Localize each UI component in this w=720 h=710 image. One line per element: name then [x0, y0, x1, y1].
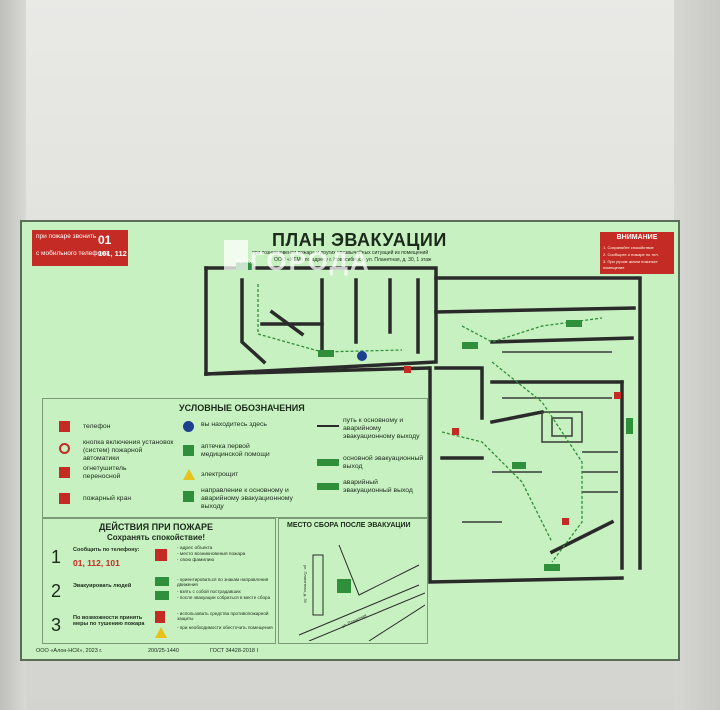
- wall-edge-right: [674, 0, 720, 710]
- step-note: - свою фамилию: [177, 558, 215, 563]
- legend-title: УСЛОВНЫЕ ОБОЗНАЧЕНИЯ: [179, 403, 305, 413]
- step-note: - адрес объекта: [177, 546, 213, 551]
- legend-label: телефон: [83, 423, 111, 430]
- footer-org: ООО «Алон-НСК», 2023 г.: [36, 648, 103, 654]
- fire-call-number: 01: [98, 233, 112, 247]
- plan-title: ПЛАН ЭВАКУАЦИИ: [272, 230, 447, 250]
- extinguisher-icon: [155, 611, 165, 623]
- step-label: Сообщить по телефону:: [73, 547, 140, 553]
- attention-line: 3. При угрозе жизни покиньте: [603, 259, 658, 264]
- you-are-here-icon: [183, 421, 194, 432]
- watermark-text: ГОРОДА: [250, 246, 371, 276]
- step-label: Эвакуировать людей: [73, 583, 132, 589]
- emergency-exit-icon: [317, 483, 339, 490]
- fire-call-label: при пожаре звонить: [36, 233, 97, 240]
- extinguisher-icon: [59, 467, 70, 478]
- step-phone-numbers: 01, 112, 101: [73, 558, 120, 568]
- step-number: 1: [51, 547, 62, 567]
- legend-label: направление к основному и аварийному эва…: [201, 487, 293, 510]
- footer-code: 200/25-1440: [148, 648, 179, 654]
- legend-label: пожарный кран: [83, 495, 132, 502]
- electric-panel-icon: [155, 627, 167, 638]
- evacuation-plan-sign: при пожаре звонить 01 с мобильного телеф…: [20, 220, 680, 661]
- legend-panel: УСЛОВНЫЕ ОБОЗНАЧЕНИЯ телефон кнопка вклю…: [42, 398, 428, 518]
- fire-hydrant-icon: [59, 493, 70, 504]
- footer-gost: ГОСТ 34428-2018 I: [210, 648, 259, 654]
- legend-label: кнопка включения установок (систем) пожа…: [83, 439, 174, 462]
- actions-subtitle: Сохранять спокойствие!: [107, 533, 205, 542]
- legend-label: электрощит: [201, 471, 239, 478]
- fire-alarm-button-icon: [59, 443, 70, 454]
- mobile-call-number: 101, 112: [98, 249, 127, 258]
- legend-label: огнетушитель переносной: [83, 465, 127, 480]
- step-note: - при необходимости обесточить помещения: [177, 625, 273, 630]
- legend-label: аварийный эвакуационный выход: [343, 479, 413, 494]
- phone-icon: [155, 549, 167, 561]
- plan-subtitle-1: при возникновении пожара и других чрезвы…: [252, 250, 429, 256]
- step-note: - использовать средства противопожарной …: [177, 611, 269, 622]
- step-note: - взять с собой пострадавших: [177, 589, 241, 594]
- electric-panel-icon: [183, 469, 195, 480]
- emergency-phone-box: при пожаре звонить 01 с мобильного телеф…: [32, 230, 128, 266]
- attention-line: помещение: [603, 265, 625, 270]
- emergency-exit-icon: [155, 591, 169, 600]
- mobile-call-label: с мобильного телефона: [36, 250, 109, 257]
- watermark-logo: [224, 240, 248, 270]
- step-number: 2: [51, 581, 62, 601]
- attention-title: ВНИМАНИЕ: [616, 234, 658, 241]
- attention-line: 2. Сообщите о пожаре по тел.: [603, 252, 659, 257]
- step-number: 3: [51, 615, 62, 635]
- path-line-icon: [317, 425, 339, 427]
- step-note: - место возникновения пожара: [177, 552, 246, 557]
- legend-label: аптечка первой медицинской помощи: [201, 443, 270, 458]
- step-note: - после эвакуации собраться в месте сбор…: [177, 595, 271, 600]
- assembly-title: МЕСТО СБОРА ПОСЛЕ ЭВАКУАЦИИ: [287, 522, 411, 529]
- main-exit-icon: [317, 459, 339, 466]
- exit-direction-icon: [183, 491, 194, 502]
- step-note: - ориентироваться по знакам направления …: [177, 577, 269, 588]
- assembly-point-panel: МЕСТО СБОРА ПОСЛЕ ЭВАКУАЦИИ ул. Планетна…: [278, 518, 428, 644]
- step-label: По возможности принять меры по тушению п…: [73, 615, 145, 628]
- plan-subtitle-2: ООО «ИТМ» по адресу г. Новосибирск, ул. …: [274, 257, 432, 263]
- attention-line: 1. Сохраняйте спокойствие: [603, 245, 654, 250]
- first-aid-icon: [183, 445, 194, 456]
- assembly-street-building: ул. Планетная, д. 30: [303, 565, 308, 603]
- actions-title: ДЕЙСТВИЯ ПРИ ПОЖАРЕ: [99, 522, 214, 532]
- assembly-map: [298, 544, 425, 641]
- legend-label: вы находитесь здесь: [201, 421, 267, 428]
- exit-direction-icon: [155, 577, 169, 586]
- legend-label: основной эвакуационный выход: [343, 455, 424, 470]
- phone-icon: [59, 421, 70, 432]
- legend-label: путь к основному и аварийному эвакуацион…: [343, 417, 420, 440]
- fire-actions-panel: ДЕЙСТВИЯ ПРИ ПОЖАРЕ Сохранять спокойстви…: [42, 518, 276, 644]
- floor-plan-drawing: [204, 262, 642, 584]
- attention-box: ВНИМАНИЕ 1. Сохраняйте спокойствие 2. Со…: [600, 232, 674, 274]
